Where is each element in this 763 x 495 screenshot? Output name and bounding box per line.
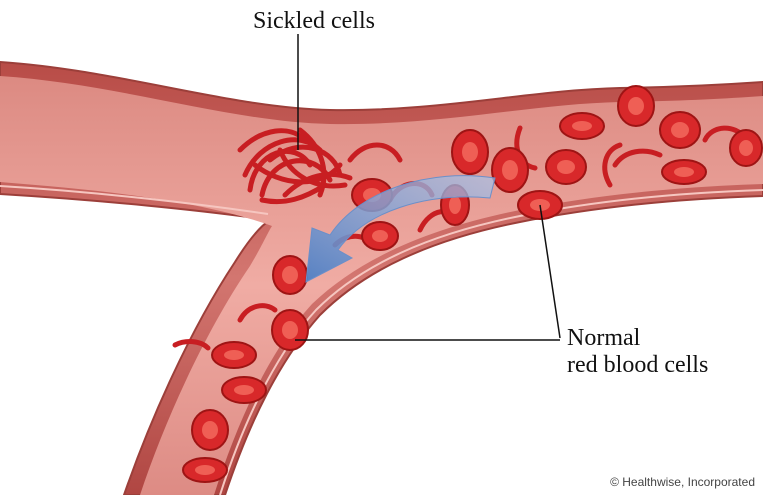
- rbc: [546, 150, 586, 184]
- rbc: [183, 458, 227, 482]
- normal-red-blood-cells-label: Normal red blood cells: [567, 325, 708, 379]
- rbc: [273, 256, 307, 294]
- sickled-cells-label: Sickled cells: [253, 8, 375, 35]
- rbc: [212, 342, 256, 368]
- normal-label-line2: red blood cells: [567, 352, 708, 379]
- rbc: [730, 130, 762, 166]
- rbc: [272, 310, 308, 350]
- normal-leader-line-top: [540, 205, 560, 338]
- rbc: [662, 160, 706, 184]
- rbc: [660, 112, 700, 148]
- rbc: [618, 86, 654, 126]
- rbc: [560, 113, 604, 139]
- copyright-credit: © Healthwise, Incorporated: [610, 475, 755, 489]
- rbc: [452, 130, 488, 174]
- rbc: [492, 148, 528, 192]
- blood-vessel: [0, 62, 763, 495]
- normal-label-line1: Normal: [567, 325, 708, 352]
- rbc: [222, 377, 266, 403]
- rbc: [362, 222, 398, 250]
- rbc: [192, 410, 228, 450]
